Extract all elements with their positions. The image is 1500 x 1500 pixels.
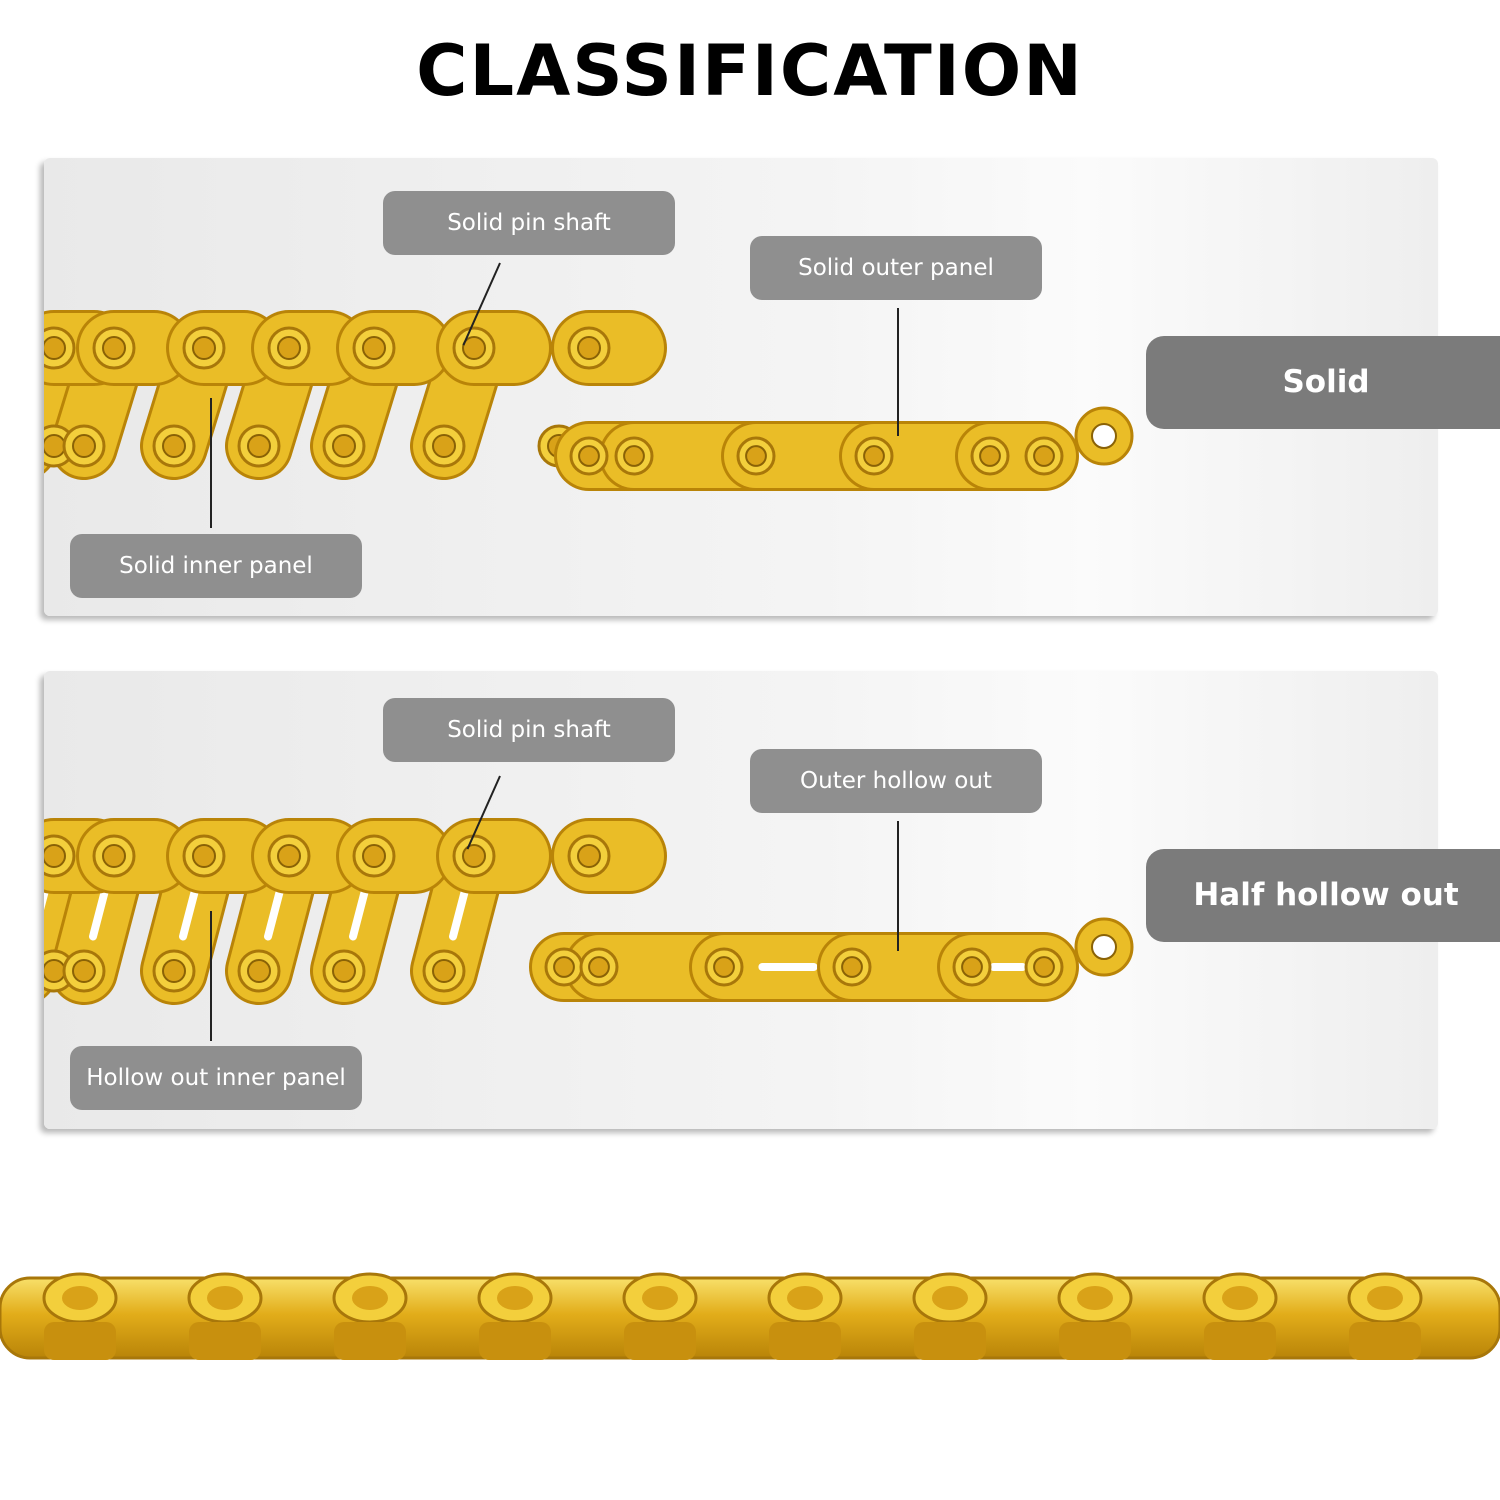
half-hollow-type-tag: Half hollow out: [1146, 849, 1500, 942]
chain-pin-center: [462, 336, 486, 360]
chain-roller-center: [1222, 1286, 1258, 1310]
chain-pin-center: [247, 434, 271, 458]
chain-pin-center: [588, 956, 610, 978]
chain-pin-center: [432, 959, 456, 983]
solid-chain-panel: Solid pin shaft Solid outer panel Solid …: [44, 158, 1438, 616]
chain-pin-center: [713, 956, 735, 978]
chain-pin-center: [332, 959, 356, 983]
chain-roller-center: [787, 1286, 823, 1310]
solid-chain-illustration: [44, 310, 1134, 491]
chain-pin-center: [192, 844, 216, 868]
chain-pin-center: [961, 956, 983, 978]
chain-roller-side: [44, 1322, 116, 1360]
hollow-out-inner-panel-label: Hollow out inner panel: [70, 1046, 362, 1110]
chain-pin-center: [1033, 956, 1055, 978]
chain-pin-center: [102, 336, 126, 360]
chain-pin-center: [362, 844, 386, 868]
chain-pin-center: [72, 434, 96, 458]
chain-pin-center: [44, 959, 66, 983]
solid-pin-shaft-label: Solid pin shaft: [383, 698, 675, 762]
outer-leader-line: [897, 308, 899, 436]
half-hollow-chain-panel: Solid pin shaft Outer hollow out Hollow …: [44, 671, 1438, 1129]
chain-pin-center: [578, 445, 600, 467]
chain-roller-center: [642, 1286, 678, 1310]
chain-roller-center: [1367, 1286, 1403, 1310]
solid-outer-panel-label: Solid outer panel: [750, 236, 1042, 300]
chain-pin-center: [623, 445, 645, 467]
half-hollow-chain-illustration: [44, 818, 1134, 1005]
chain-pin-center: [979, 445, 1001, 467]
solid-pin-shaft-label: Solid pin shaft: [383, 191, 675, 255]
chain-roller-center: [62, 1286, 98, 1310]
chain-plate-hollow: [179, 886, 199, 941]
chain-pin-center: [192, 336, 216, 360]
chain-end-hole: [1091, 423, 1117, 449]
chain-pin-center: [162, 434, 186, 458]
chain-plate-hollow: [89, 886, 109, 941]
chain-roller-center: [497, 1286, 533, 1310]
chain-roller-side: [1204, 1322, 1276, 1360]
chain-pin-center: [102, 844, 126, 868]
chain-pin-center: [362, 336, 386, 360]
chain-pin-center: [553, 956, 575, 978]
chain-pin-center: [577, 844, 601, 868]
chain-end-hole: [1091, 934, 1117, 960]
chain-pin-center: [432, 434, 456, 458]
chain-pin-center: [332, 434, 356, 458]
chain-pin-center: [745, 445, 767, 467]
outer-leader-line: [897, 821, 899, 951]
chain-roller-side: [479, 1322, 551, 1360]
chain-roller-side: [769, 1322, 841, 1360]
chain-roller-center: [352, 1286, 388, 1310]
chain-plate-hollow: [349, 886, 369, 941]
chain-plate-hollow: [449, 886, 469, 941]
inner-leader-line: [210, 911, 212, 1041]
outer-hollow-out-label: Outer hollow out: [750, 749, 1042, 813]
chain-roller-center: [207, 1286, 243, 1310]
chain-pin-center: [44, 336, 66, 360]
chain-pin-center: [462, 844, 486, 868]
solid-inner-panel-label: Solid inner panel: [70, 534, 362, 598]
chain-roller-side: [334, 1322, 406, 1360]
chain-roller-side: [189, 1322, 261, 1360]
chain-pin-center: [863, 445, 885, 467]
chain-roller-center: [932, 1286, 968, 1310]
chain-roller-side: [624, 1322, 696, 1360]
chain-pin-center: [247, 959, 271, 983]
chain-plate-hollow: [264, 886, 284, 941]
chain-pin-center: [277, 844, 301, 868]
chain-pin-center: [72, 959, 96, 983]
chain-pin-center: [577, 336, 601, 360]
chain-roller-center: [1077, 1286, 1113, 1310]
chain-roller-side: [914, 1322, 986, 1360]
chain-pin-center: [44, 434, 66, 458]
chain-pin-center: [162, 959, 186, 983]
straight-chain-illustration: [0, 1272, 1500, 1360]
inner-leader-line: [210, 398, 212, 528]
chain-roller-side: [1349, 1322, 1421, 1360]
chain-pin-center: [1033, 445, 1055, 467]
page-title: CLASSIFICATION: [416, 30, 1084, 112]
chain-roller-side: [1059, 1322, 1131, 1360]
solid-type-tag: Solid: [1146, 336, 1500, 429]
chain-pin-center: [44, 844, 66, 868]
chain-pin-center: [277, 336, 301, 360]
chain-pin-center: [841, 956, 863, 978]
